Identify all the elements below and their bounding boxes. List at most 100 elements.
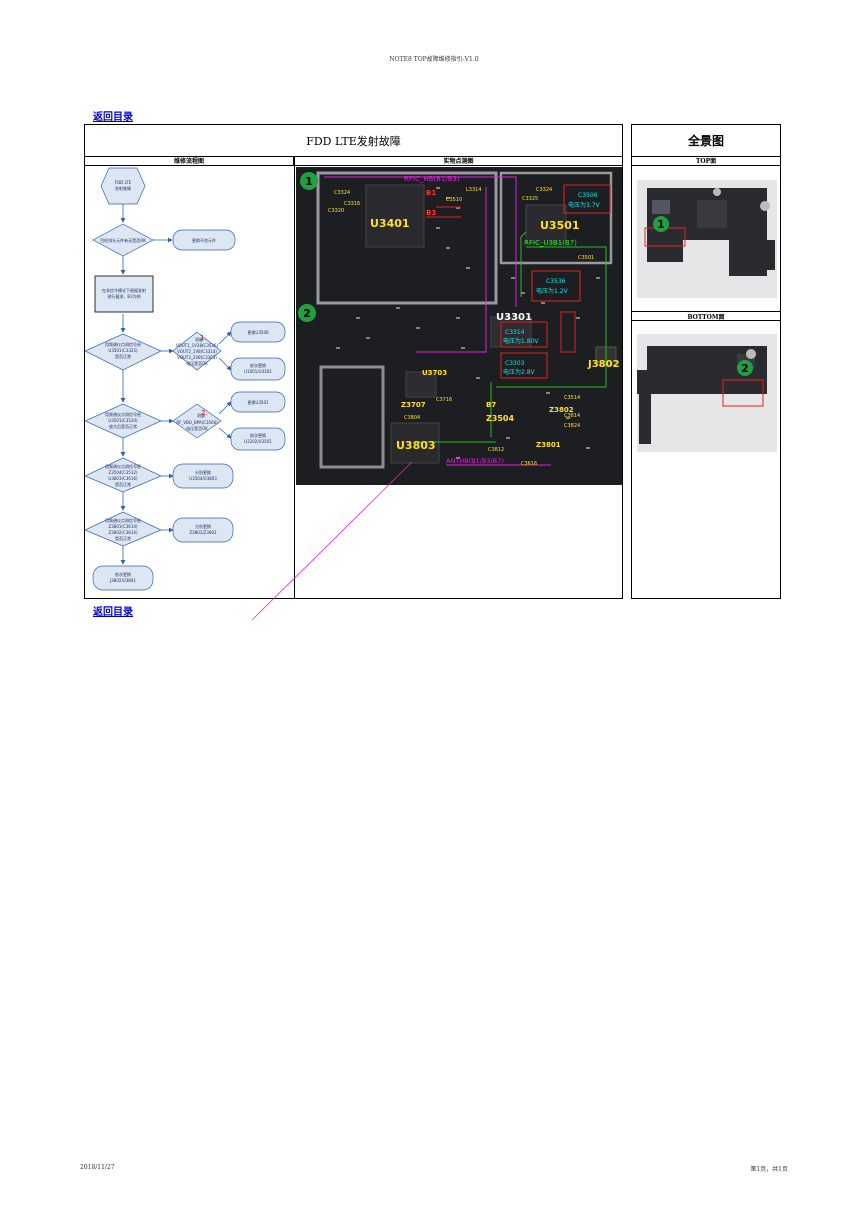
fault-title: FDD LTE发射故障 — [85, 125, 622, 157]
flow-r2b-l2: U3202/U3501 — [244, 439, 272, 444]
callout-c3536-name: C3536 — [546, 278, 566, 285]
flow-step2: 2. — [201, 409, 208, 417]
small-label-0: C3324 — [334, 190, 350, 196]
flow-r2b-l1: 依次更换 — [250, 432, 266, 438]
flow-r2b — [230, 427, 286, 451]
flow-m1-l2: VOUT1_1V28(C3536) — [176, 343, 219, 348]
small-label-9: C3501 — [578, 255, 594, 261]
label-u3301: U3301 — [496, 312, 532, 323]
flow-r3-l2: U3504/U3803 — [189, 476, 217, 481]
flow-q0 — [92, 223, 154, 257]
flow-r2a-text: 更换U3501 — [247, 399, 269, 405]
callout-c3506-volt: 电压为3.7V — [568, 201, 601, 209]
callout-c3314-volt: 电压为1.80V — [503, 337, 539, 345]
flow-q3-l3: U3803(C3616) — [108, 476, 138, 481]
label-b1: B1 — [426, 189, 436, 197]
flow-m1-l5: 电压是否OK — [186, 360, 208, 366]
flow-q4-l2: Z3801(C3614) — [108, 524, 137, 529]
flow-r1a-text: 更换U3506 — [247, 329, 269, 335]
callout-c3314-name: C3314 — [505, 329, 525, 336]
callout-c3506-name: C3506 — [578, 192, 598, 199]
label-u3703: U3703 — [422, 369, 447, 377]
flow-test-mode — [94, 275, 154, 313]
net-anthb: ANTHB(B1/B3/B7) — [446, 457, 504, 465]
photo-marker-2-text: 2 — [303, 307, 311, 320]
net-rfic-b7: RFIC_U3B1(B7) — [524, 239, 577, 247]
flow-q2-l2: U3501(C3520) — [108, 418, 138, 423]
back-to-contents-link-bottom[interactable]: 返回目录 — [93, 607, 133, 618]
flow-r4-l1: 分别更换 — [195, 523, 211, 529]
flow-end-l2: J3802/U3801 — [109, 578, 136, 583]
label-z3801: Z3801 — [536, 441, 561, 449]
small-label-6: C3716 — [436, 397, 452, 403]
flow-r2a — [230, 391, 286, 413]
panorama-title: 全景图 — [632, 125, 780, 157]
flow-q1-l1: 用频谱仪点测信号经 — [105, 341, 141, 347]
photo-marker-2 — [298, 304, 316, 322]
repair-flowchart: FDD LTE 发射故障 目检排头元件有无是否OK 更换不良元件 在非信令模式下… — [84, 166, 294, 598]
flow-test-l2: 进行量测，B3为例 — [107, 293, 140, 299]
label-j3802: J3802 — [587, 359, 620, 370]
small-label-5: C3514 — [564, 395, 580, 401]
flow-r1b-l1: 依次更换 — [250, 362, 266, 368]
flow-m2 — [172, 403, 222, 439]
net-rfic-hb: RFIC_HB(B1/B3) — [404, 175, 460, 183]
flow-q3 — [84, 457, 162, 493]
pcb-test-point-photo: 1 2 U3401 U3501 U3301 U3703 U3803 J3802 … — [296, 167, 622, 485]
pcb-photo-svg: 1 2 U3401 U3501 U3301 U3703 U3803 J3802 … — [296, 167, 622, 485]
small-label-14: C3824 — [564, 423, 580, 429]
flow-step1: 1. — [200, 334, 207, 342]
photo-marker-1-text: 1 — [305, 175, 313, 188]
flow-q4-l1: 用频谱仪点测信号经 — [105, 517, 141, 523]
document-header: NOTE8 TOP故障维修指引-V1.0 — [389, 56, 479, 63]
flow-q4 — [84, 511, 162, 547]
footer-page: 第1页，共1页 — [750, 1166, 788, 1173]
flow-r1a — [230, 321, 286, 343]
flow-r1b — [230, 357, 286, 381]
label-b3: B3 — [426, 209, 436, 217]
flow-q4-l3: Z3802(C3814) — [108, 530, 137, 535]
label-u3803: U3803 — [396, 439, 436, 452]
small-label-2: C3320 — [328, 208, 344, 214]
flow-test-l1: 在非信令模式下根据发射 — [102, 287, 146, 293]
bottom-marker-2: 2 — [741, 362, 749, 375]
small-label-8: C3510 — [446, 197, 462, 203]
label-z3504: Z3504 — [486, 414, 515, 423]
small-label-10: C3804 — [404, 415, 420, 421]
panorama-table: 全景图 TOP面 1 BOTTOM面 2 — [631, 124, 781, 599]
flow-q2 — [84, 403, 162, 439]
callout-c3303-name: C3303 — [505, 360, 525, 367]
small-label-7: L3314 — [466, 187, 482, 193]
flow-q1-l2: U3501(C3325) — [108, 348, 138, 353]
label-b7: B7 — [486, 401, 496, 409]
flow-q2-l3: 放大后是否正常 — [109, 423, 137, 429]
label-z3802: Z3802 — [549, 406, 574, 414]
flow-replace-text: 更换不良元件 — [192, 237, 216, 243]
flow-end — [92, 565, 154, 591]
small-label-3: C3324 — [536, 187, 552, 193]
small-label-11: C3616 — [521, 461, 537, 467]
flow-r4-l2: Z3801/Z3802 — [189, 530, 217, 535]
label-u3501: U3501 — [540, 219, 580, 232]
col-header-photo: 实物点测图 — [295, 156, 622, 166]
flow-q3-l1: 用频谱仪点测信号经 — [105, 463, 141, 469]
flow-q2-l1: 用频谱仪点测信号经 — [105, 411, 141, 417]
top-marker-1: 1 — [657, 218, 665, 231]
footer-date: 2018/11/27 — [80, 1164, 115, 1171]
callout-c3303-volt: 电压为2.8V — [503, 368, 536, 376]
flow-start — [100, 167, 146, 205]
photo-marker-1 — [300, 172, 318, 190]
flow-r3 — [172, 463, 234, 489]
flow-q1-l3: 是否正常 — [115, 353, 131, 359]
flow-m1-l4: VOUT3_2V8(C3303) — [177, 355, 217, 360]
flow-m1-l3: VOUT2_1V8(C3314) — [177, 349, 217, 354]
flow-q0-text: 目检排头元件有无是否OK — [100, 237, 146, 243]
flow-r4 — [172, 517, 234, 543]
back-to-contents-link-top[interactable]: 返回目录 — [93, 112, 133, 123]
flow-replace-components — [172, 229, 236, 251]
label-u3401: U3401 — [370, 217, 410, 230]
flow-m1-l1: 测量 — [195, 336, 203, 342]
callout-c3536-volt: 电压为1.2V — [536, 287, 569, 295]
flow-q3-l2: Z3504(C3512) — [108, 470, 137, 475]
small-label-12: C3812 — [488, 447, 504, 453]
